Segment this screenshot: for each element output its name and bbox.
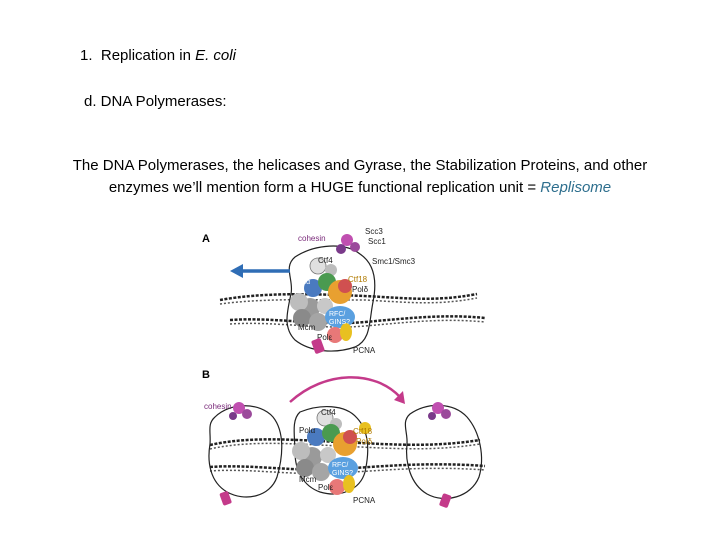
label-pold-b: Polδ [356, 437, 373, 446]
label-rfc-b: RFC/ [332, 462, 348, 469]
label-cohesin-b: cohesin [204, 402, 232, 411]
pcna-ring-b [343, 475, 355, 493]
label-pcna-b: PCNA [353, 496, 376, 505]
label-gins-b: GINS? [332, 470, 353, 477]
cohesin-b-right-bottom [439, 493, 452, 508]
label-smc: Smc1/Smc3 [372, 257, 416, 266]
fork-direction-arrowhead [230, 264, 243, 278]
cohesin-b-right-2 [441, 409, 451, 419]
cohesin-b-left-3 [229, 412, 237, 420]
label-mcm-b: Mcm [299, 475, 317, 484]
label-scc1: Scc1 [368, 237, 386, 246]
label-cohesin-a: cohesin [298, 234, 326, 243]
panel-b: B cohesin [202, 369, 485, 508]
translocation-arc-arrow [290, 377, 400, 402]
replisome-figure: A cohesin Scc3 Scc1 Smc1/Smc3 [195, 222, 495, 534]
label-ctf4-b: Ctf4 [321, 408, 336, 417]
cohesin-head [336, 244, 346, 254]
replisome-term: Replisome [540, 179, 611, 196]
scc1-subunit [350, 242, 360, 252]
heading-replication: 1. Replication in E. coli [80, 47, 236, 64]
label-rfc-a: RFC/ [329, 311, 345, 318]
label-pole-b: Polε [318, 483, 334, 492]
label-mcm-a: Mcm [298, 323, 316, 332]
label-pcna-a: PCNA [353, 346, 376, 355]
replisome-diagram: A cohesin Scc3 Scc1 Smc1/Smc3 [195, 222, 495, 534]
panel-b-letter: B [202, 369, 210, 381]
body-line-1: The DNA Polymerases, the helicases and G… [73, 157, 647, 174]
label-pola-a: Polα [296, 279, 310, 286]
label-ctf4-a: Ctf4 [318, 256, 333, 265]
cohesin-ring-b-left [209, 406, 282, 497]
heading-text: Replication in [101, 47, 191, 64]
heading-species: E. coli [195, 47, 236, 64]
mcm-a-2 [290, 293, 308, 311]
panel-a-letter: A [202, 233, 210, 245]
label-pold-a: Polδ [352, 285, 369, 294]
body-paragraph: The DNA Polymerases, the helicases and G… [20, 155, 700, 199]
body-line-2: enzymes we’ll mention form a HUGE functi… [109, 179, 536, 196]
label-gins-a: GINS? [329, 319, 350, 326]
subheading-dna-polymerases: d. DNA Polymerases: [84, 93, 227, 110]
cohesin-b-right-3 [428, 412, 436, 420]
label-scc3: Scc3 [365, 227, 383, 236]
mcm-b-2 [292, 442, 310, 460]
heading-number: 1. [80, 47, 93, 64]
label-ctf18-b: Ctf18 [353, 427, 373, 436]
panel-a: A cohesin Scc3 Scc1 Smc1/Smc3 [202, 227, 485, 355]
cohesin-b-left-2 [242, 409, 252, 419]
cohesin-ring-b-right [405, 405, 481, 498]
label-ctf18-a: Ctf18 [348, 275, 368, 284]
label-pola-b: Polα [299, 426, 316, 435]
